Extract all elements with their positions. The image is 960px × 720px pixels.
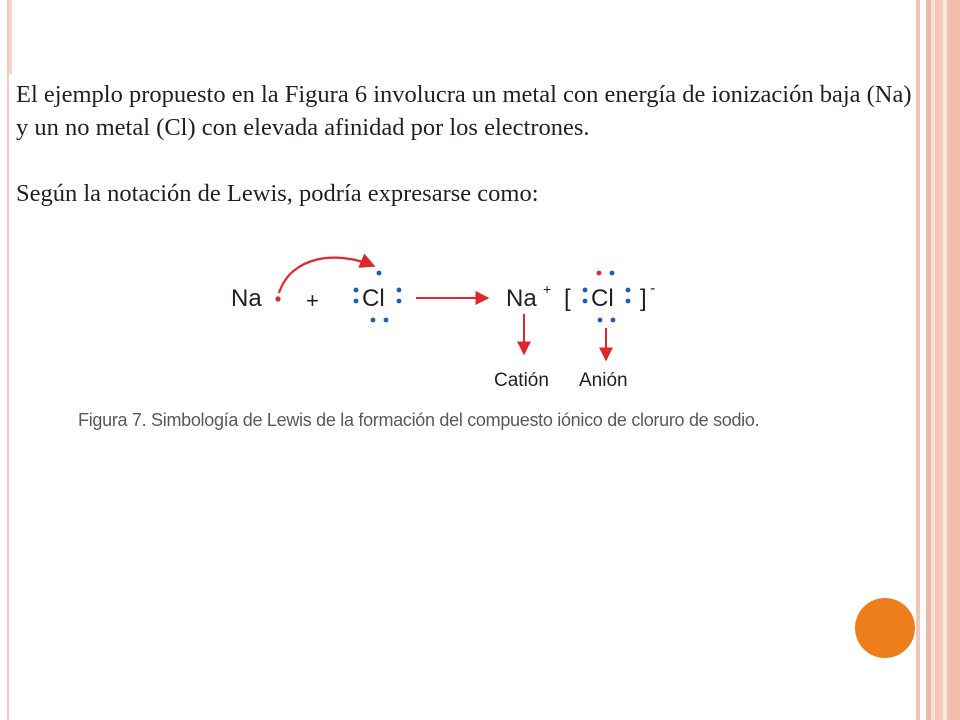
lewis-equation-figure: Na + Cl Na + [ Cl ] - <box>231 253 655 391</box>
lewis-notation-paragraph: Según la notación de Lewis, podría expre… <box>16 180 539 207</box>
bracket-open: [ <box>564 285 571 312</box>
intro-paragraph: El ejemplo propuesto en la Figura 6 invo… <box>16 81 912 141</box>
orange-circle-decoration <box>855 598 915 658</box>
anion-label: Anión <box>579 370 628 391</box>
na-symbol: Na <box>231 285 262 312</box>
cl-ion-charge: - <box>650 280 655 297</box>
cl-valence-electrons <box>353 270 402 323</box>
na-ion-charge: + <box>543 281 551 297</box>
plus-sign: + <box>306 288 319 313</box>
cation-label: Catión <box>494 370 549 391</box>
na-valence-electron <box>275 296 281 302</box>
cl-ion-symbol: Cl <box>591 285 614 312</box>
slide-content: El ejemplo propuesto en la Figura 6 invo… <box>16 74 916 438</box>
electron-transfer-arrow <box>277 253 376 294</box>
right-decorative-stripes <box>916 0 960 720</box>
bracket-close: ] <box>640 285 647 312</box>
left-border-line <box>7 0 9 720</box>
na-ion-symbol: Na <box>506 285 537 312</box>
cl-ion-electrons <box>582 270 631 323</box>
figure-caption: Figura 7. Simbología de Lewis de la form… <box>78 410 760 430</box>
left-border-accent <box>9 0 12 74</box>
cl-symbol: Cl <box>362 285 385 312</box>
